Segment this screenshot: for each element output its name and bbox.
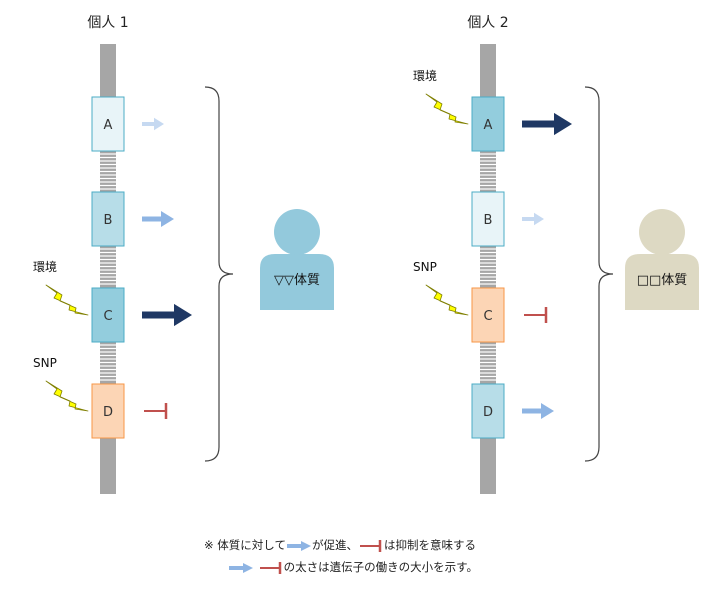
individual-2: 個人 2 A B C D 環境 SNP □□体質 (413, 15, 699, 494)
chromosome-bar (480, 44, 496, 494)
gene-box (91, 287, 125, 343)
lightning-icon (425, 93, 469, 125)
phenotype-person: ▽▽体質 (260, 209, 334, 310)
gene-box (471, 383, 505, 439)
gene-box (471, 96, 505, 152)
phenotype-label: □□体質 (637, 273, 688, 288)
gene-label: C (103, 309, 112, 324)
gene-label: B (104, 213, 113, 228)
chromosome-bar (100, 44, 116, 494)
person-head (274, 209, 320, 255)
gene-c: C (91, 287, 192, 343)
gene-box (471, 191, 505, 247)
gene-label: D (103, 405, 113, 420)
individual-title: 個人 2 (467, 15, 508, 31)
gene-d: D (471, 383, 554, 439)
legend-promote-arrow-icon (286, 540, 311, 551)
influence-2: SNP (413, 260, 469, 316)
legend-prefix: ※ 体質に対して (204, 538, 286, 552)
person-body (625, 254, 699, 310)
person-body (260, 254, 334, 310)
legend-inhibit-icon (359, 539, 382, 552)
influence-label: SNP (33, 356, 57, 370)
gene-d: D (91, 383, 168, 439)
gene-label: A (104, 118, 113, 133)
legend-inhibit-text: は抑制を意味する (383, 538, 476, 552)
influence-1: 環境 (33, 259, 89, 316)
gene-box (91, 383, 125, 439)
legend-line-1: ※ 体質に対して が促進、 は抑制を意味する (204, 537, 476, 553)
gene-c: C (471, 287, 548, 343)
gene-label: D (483, 405, 493, 420)
promote-arrow-head (554, 112, 572, 136)
gene-label: B (484, 213, 493, 228)
legend-thickness-text: の太さは遺伝子の働きの大小を示す。 (283, 560, 479, 574)
phenotype-person: □□体質 (625, 209, 699, 310)
promote-arrow-head (541, 402, 554, 420)
influence-label: 環境 (413, 68, 437, 83)
chromosome (100, 44, 116, 494)
legend-promote-text: が促進、 (311, 538, 358, 552)
influence-label: SNP (413, 260, 437, 274)
gene-b: B (91, 191, 174, 247)
gene-a: A (91, 96, 164, 152)
individual-1: 個人 1 A B C D 環境 SNP ▽▽体質 (33, 15, 334, 494)
legend-inhibit-icon-2 (259, 561, 281, 574)
individual-title: 個人 1 (87, 15, 128, 31)
legend-line-2: の太さは遺伝子の働きの大小を示す。 (228, 559, 478, 575)
gene-b: B (471, 191, 544, 247)
person-head (639, 209, 685, 255)
gene-label: C (483, 309, 492, 324)
promote-arrow-head (174, 303, 192, 327)
lightning-icon (45, 284, 89, 316)
curly-brace (204, 86, 234, 462)
gene-box (91, 96, 125, 152)
promote-arrow-head (161, 210, 174, 228)
promote-arrow-head (154, 117, 164, 131)
gene-box (91, 191, 125, 247)
curly-brace (584, 86, 614, 462)
influence-2: SNP (33, 356, 89, 412)
lightning-icon (45, 380, 89, 412)
influence-1: 環境 (413, 68, 469, 125)
chromosome (480, 44, 496, 494)
gene-box (471, 287, 505, 343)
gene-a: A (471, 96, 572, 152)
gene-label: A (484, 118, 493, 133)
lightning-icon (425, 284, 469, 316)
promote-arrow-head (534, 212, 544, 226)
legend-promote-arrow-icon-2 (229, 562, 253, 573)
phenotype-label: ▽▽体質 (274, 273, 320, 288)
influence-label: 環境 (33, 259, 57, 274)
